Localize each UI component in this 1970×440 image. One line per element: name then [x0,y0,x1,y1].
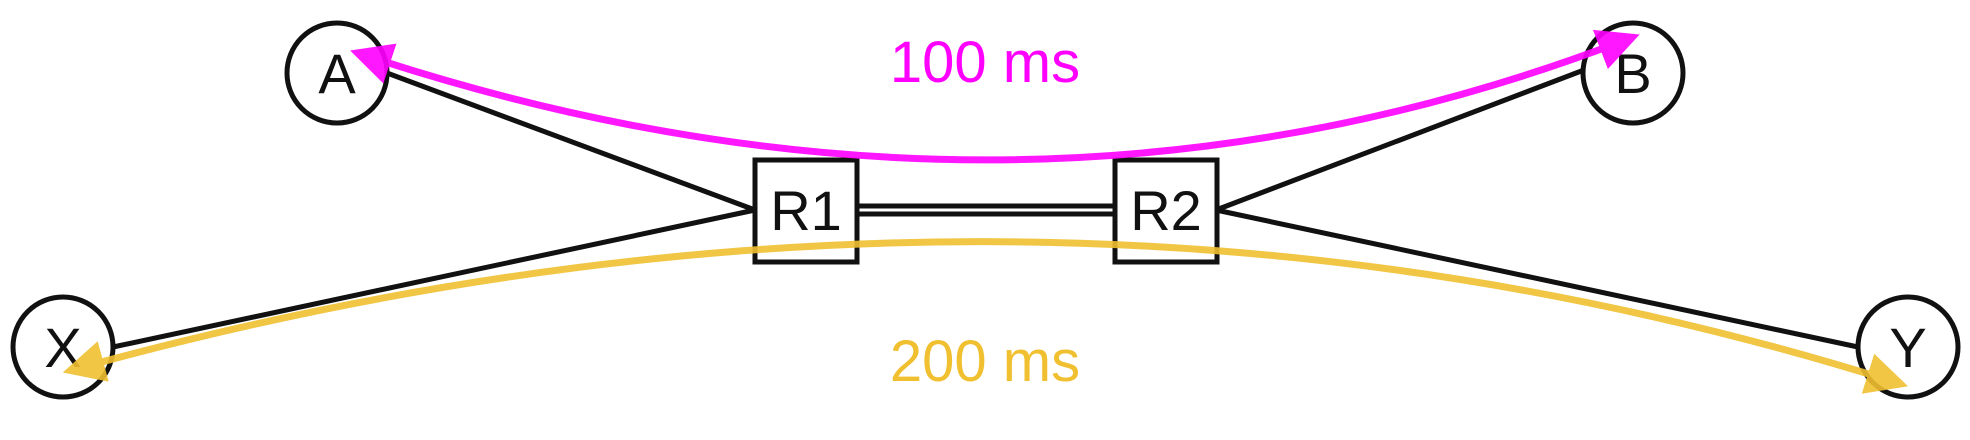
path-a-b-fast [350,29,1640,164]
link-r2-y [1215,207,1859,350]
host-b: B [1580,20,1686,126]
host-a-label: A [318,42,356,105]
host-a: A [284,20,390,126]
link-x-r1 [112,207,756,350]
host-y-label: Y [1889,316,1926,379]
host-b-label: B [1614,42,1651,105]
router-r1-label: R1 [770,179,842,242]
link-r2-b [1215,67,1585,213]
router-r2: R2 [1112,157,1220,265]
links [112,67,1859,350]
path-x-y-slow [62,238,1909,394]
router-r2-label: R2 [1130,179,1202,242]
host-y: Y [1855,294,1961,400]
host-x: X [10,294,116,400]
router-r2-box [1112,157,1220,265]
latency-label-slow: 200 ms [890,329,1080,394]
link-a-r1 [386,70,756,213]
host-x-label: X [44,316,81,379]
latency-label-fast: 100 ms [890,30,1080,95]
